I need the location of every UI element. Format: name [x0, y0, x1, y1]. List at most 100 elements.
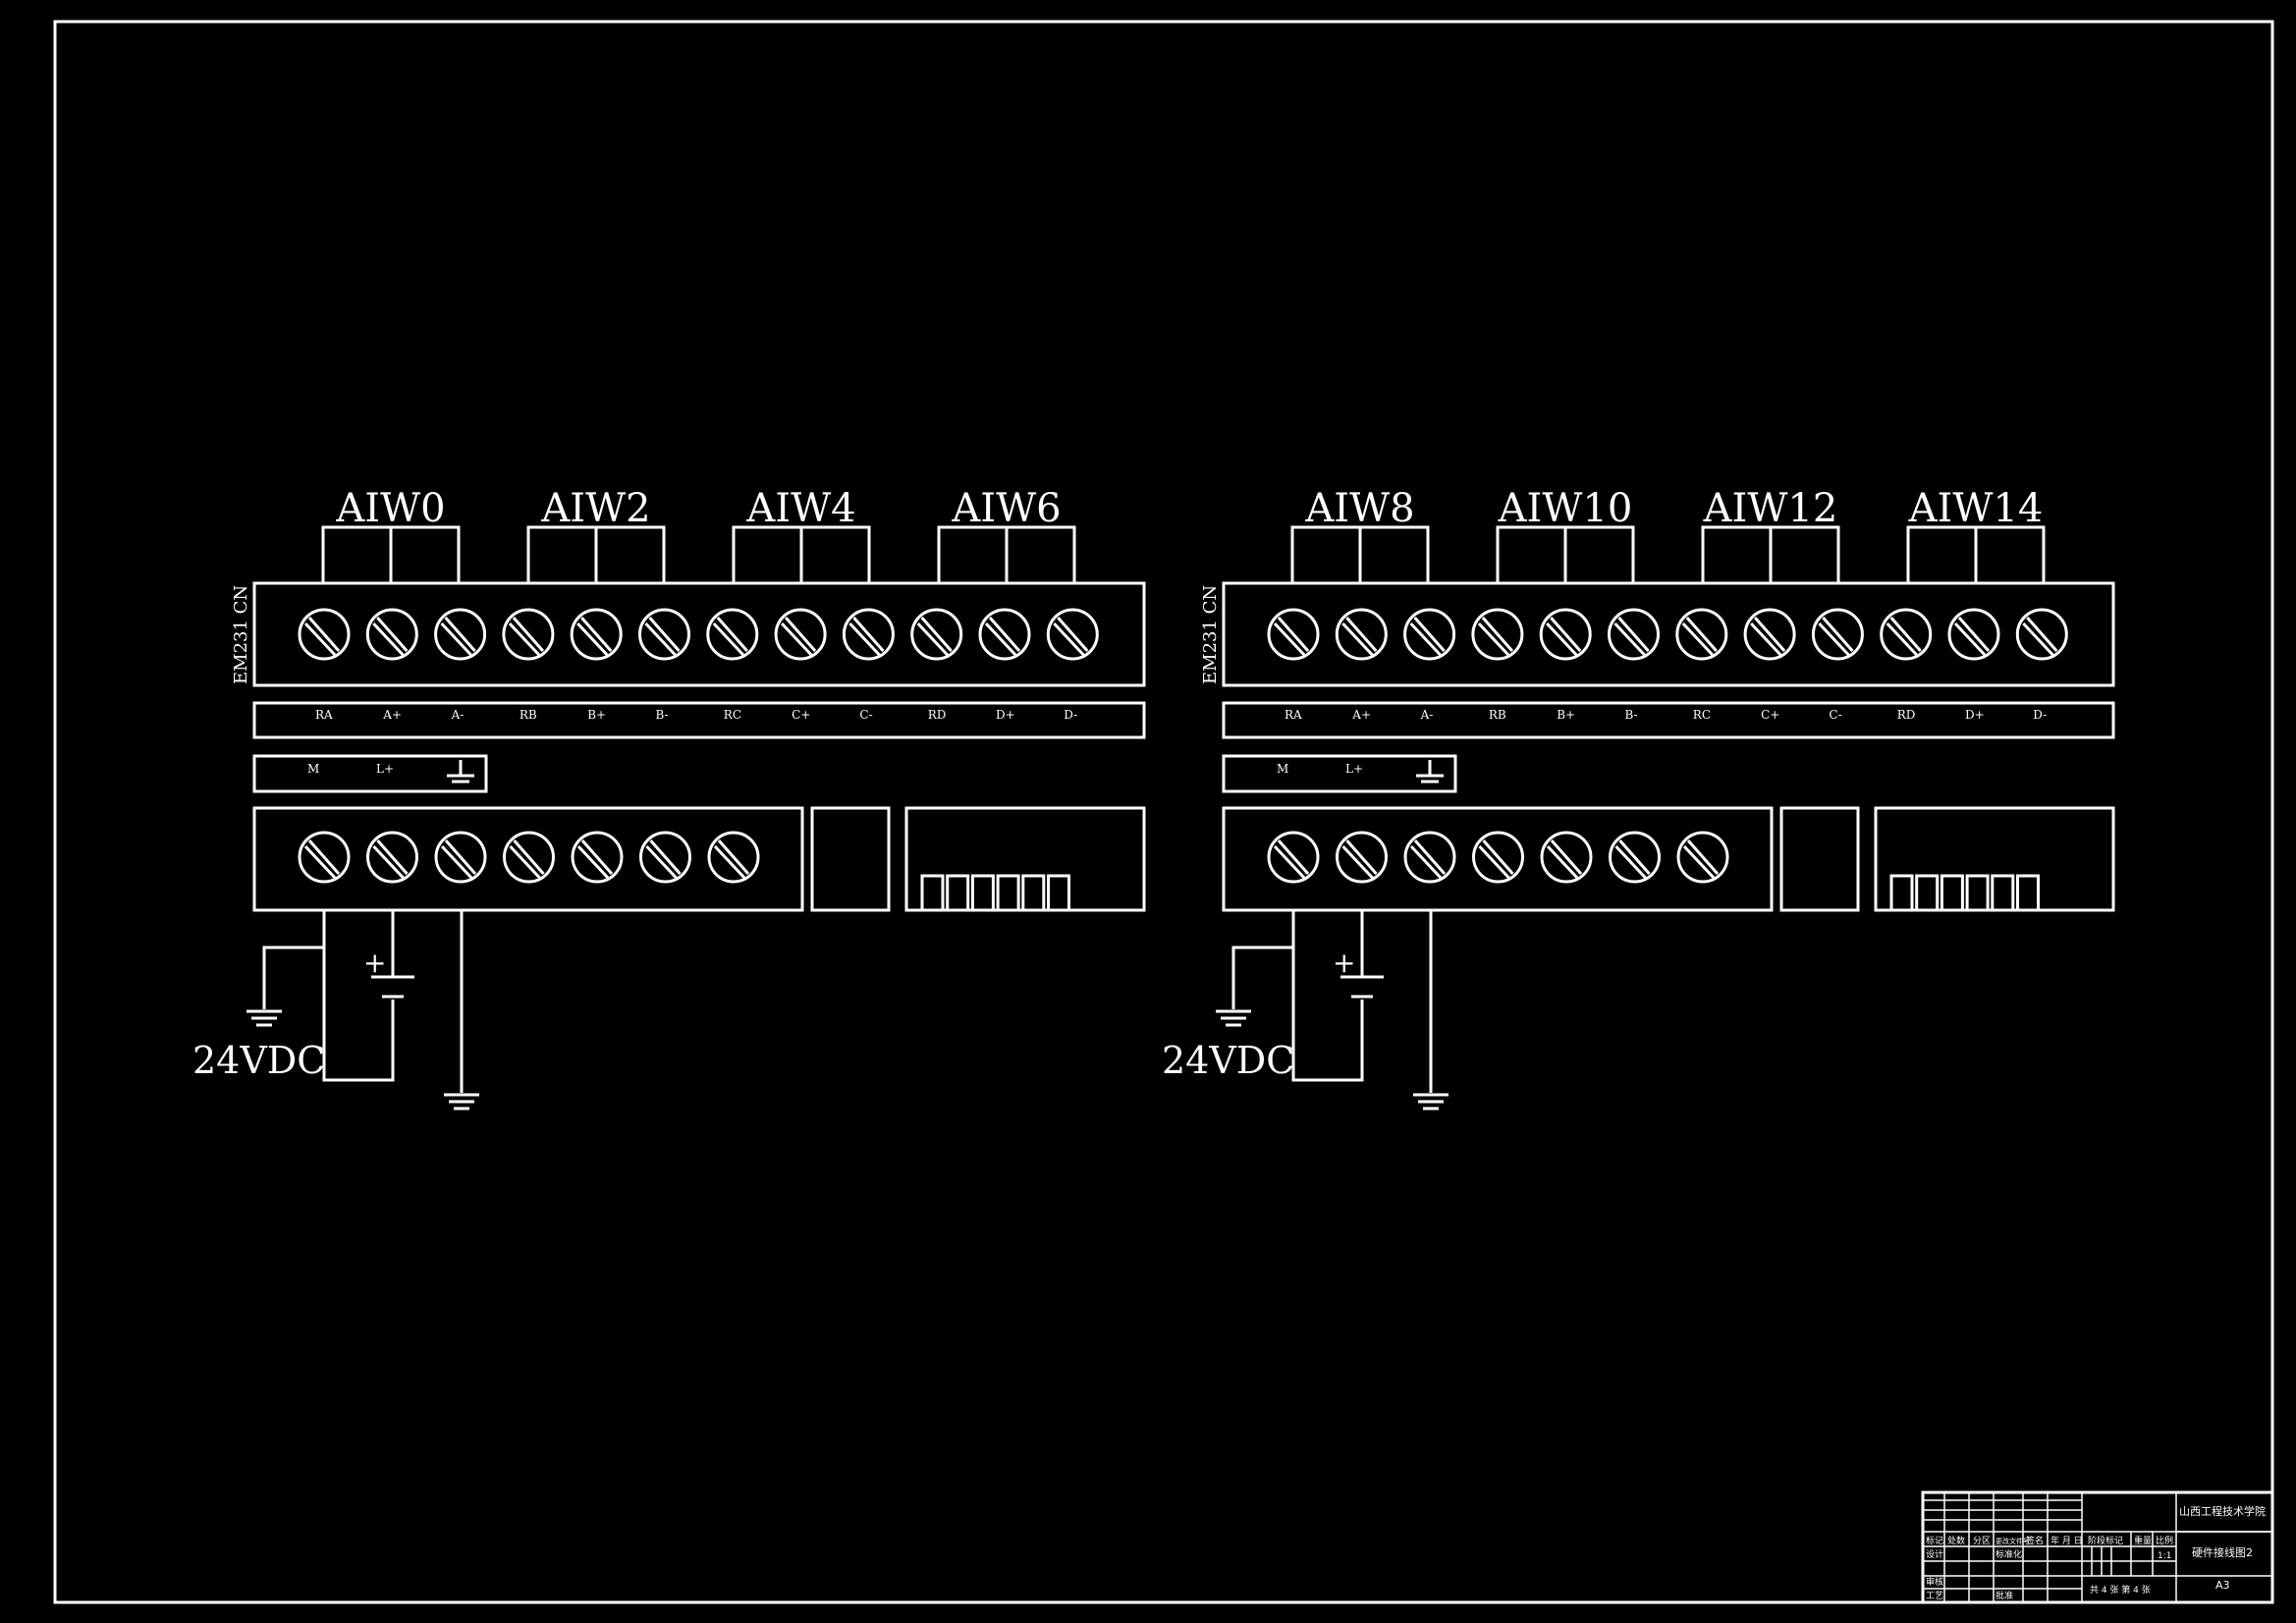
lower-screw-4	[571, 831, 624, 884]
dip-switch-2	[1940, 874, 1964, 912]
upper-screw-11	[1046, 608, 1099, 661]
upper-screw-2-ring	[434, 608, 487, 661]
dip-switch-4	[1021, 874, 1046, 912]
lower-screw-1	[1336, 831, 1388, 884]
upper-screw-6-slot-b	[712, 622, 744, 657]
lower-screw-3-ring	[1472, 831, 1524, 884]
lower-screw-2	[1403, 831, 1456, 884]
upper-screw-7-ring	[1743, 608, 1796, 661]
upper-screw-8-slot-a	[852, 617, 885, 652]
upper-screw-9	[910, 608, 963, 661]
upper-screw-0-slot-a	[307, 617, 341, 652]
tb-drawing-title: 硬件接线图2	[2192, 1545, 2253, 1559]
lower-screw-5	[639, 831, 691, 884]
tb-role-0: 设计	[1926, 1548, 1943, 1560]
dip-switch-4	[1991, 874, 2015, 912]
lower-screw-4-slot-a	[1550, 839, 1583, 875]
lower-screw-6-slot-b	[1682, 844, 1716, 880]
tb-sheet-info: 共 4 张 第 4 张	[2090, 1584, 2151, 1596]
dip-switch-3	[996, 874, 1020, 912]
lower-screw-3-slot-a	[1482, 839, 1514, 875]
lower-screw-3-slot-b	[1478, 844, 1510, 880]
upper-screw-10-slot-a	[1957, 617, 1991, 652]
upper-screw-3-slot-a	[512, 617, 545, 652]
lower-screw-3	[503, 831, 555, 884]
upper-screw-0	[1267, 608, 1320, 661]
upper-screw-5-slot-a	[648, 617, 681, 652]
upper-screw-7-slot-b	[1750, 622, 1782, 657]
upper-screw-4-slot-b	[576, 622, 609, 657]
upper-screw-4-ring	[1539, 608, 1592, 661]
tb-std: 标准化	[1995, 1548, 2022, 1560]
power-ground-symbol	[447, 760, 474, 784]
power-label-lplus: L+	[376, 762, 394, 776]
lower-screw-0-ring	[298, 831, 351, 884]
upper-screw-4-slot-a	[1550, 617, 1582, 652]
upper-screw-3-ring	[502, 608, 555, 661]
tb-header-0: 标记	[1926, 1535, 1943, 1546]
terminal-label-0: RA	[1285, 708, 1302, 722]
power-label-strip	[1222, 754, 1457, 793]
lower-screw-5	[1609, 831, 1661, 884]
lower-screw-1	[366, 831, 418, 884]
upper-screw-1-slot-b	[372, 622, 405, 657]
aux-box	[1779, 806, 1860, 912]
upper-screw-1	[1335, 608, 1388, 661]
upper-screw-3-ring	[1471, 608, 1524, 661]
upper-screw-9-slot-a	[1889, 617, 1922, 652]
upper-screw-1-slot-a	[1345, 617, 1378, 652]
ground-right	[444, 1093, 479, 1110]
tb-stage: 阶段标记	[2088, 1535, 2123, 1546]
lower-screw-4	[1540, 831, 1593, 884]
lower-screw-4-slot-b	[1546, 844, 1579, 880]
terminal-label-5: B-	[1625, 708, 1638, 722]
ground-left	[246, 1009, 282, 1027]
lower-screw-1-slot-b	[372, 844, 405, 880]
lower-screw-5-slot-a	[649, 839, 682, 875]
upper-screw-5	[1608, 608, 1660, 661]
tb-role-1: 审核	[1926, 1576, 1943, 1588]
lower-screw-0	[298, 831, 351, 884]
upper-screw-7	[1743, 608, 1796, 661]
upper-screw-5-ring	[1608, 608, 1660, 661]
upper-screw-10-slot-b	[1953, 622, 1987, 657]
upper-screw-7	[774, 608, 827, 661]
supply-loop-wire	[322, 910, 395, 1082]
upper-screw-6	[1675, 608, 1728, 661]
upper-screw-0	[298, 608, 351, 661]
terminal-label-0: RA	[315, 708, 333, 722]
lower-screw-6-slot-a	[717, 839, 750, 875]
tb-scale: 1:1	[2158, 1551, 2171, 1561]
terminal-label-3: RB	[1489, 708, 1506, 722]
aux-box	[810, 806, 891, 912]
tb-institution: 山西工程技术学院	[2179, 1504, 2266, 1518]
channel-label-0: AIW8	[1304, 486, 1414, 531]
power-label-lplus: L+	[1345, 762, 1363, 776]
upper-screw-3	[1471, 608, 1524, 661]
power-label-strip	[252, 754, 488, 793]
lower-screw-0-slot-b	[303, 844, 337, 880]
upper-screw-7-slot-b	[781, 622, 813, 657]
terminal-label-9: RD	[928, 708, 947, 722]
upper-terminal-strip	[252, 581, 1146, 687]
terminal-label-11: D-	[2033, 708, 2047, 722]
upper-screw-11-slot-a	[2026, 617, 2058, 652]
power-label-m: M	[1277, 762, 1288, 776]
upper-screw-6-slot-b	[1681, 622, 1714, 657]
upper-screw-8-ring	[1811, 608, 1864, 661]
terminal-label-7: C+	[792, 708, 810, 722]
upper-screw-9-ring	[910, 608, 963, 661]
upper-screw-2-slot-b	[1409, 622, 1442, 657]
channel-label-2: AIW12	[1703, 486, 1838, 531]
upper-screw-5-ring	[638, 608, 690, 661]
tb-approve: 批准	[1995, 1590, 2013, 1601]
lower-screw-2-slot-a	[1413, 839, 1447, 875]
upper-screw-4	[570, 608, 623, 661]
lower-screw-5-slot-a	[1618, 839, 1651, 875]
upper-screw-9-slot-b	[916, 622, 949, 657]
upper-screw-6-ring	[706, 608, 759, 661]
dip-switch-0	[1889, 874, 1914, 912]
upper-screw-9-ring	[1880, 608, 1933, 661]
terminal-label-strip	[1222, 701, 2115, 739]
